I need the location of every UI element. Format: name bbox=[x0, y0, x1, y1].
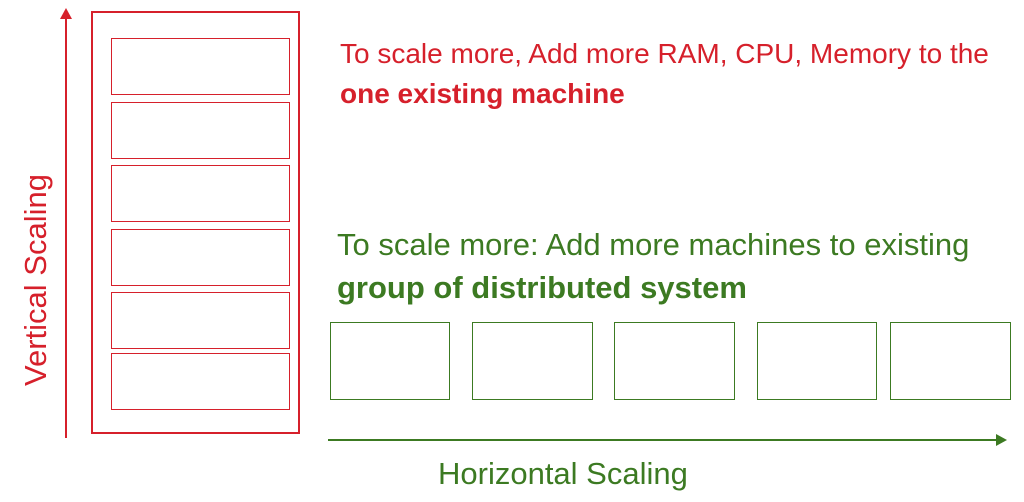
machine-resource-slot bbox=[111, 353, 290, 410]
vertical-description-emphasis: one existing machine bbox=[340, 78, 625, 109]
vertical-arrow-head-icon bbox=[60, 8, 72, 19]
machine-resource-slot bbox=[111, 38, 290, 95]
horizontal-arrow-head-icon bbox=[996, 434, 1007, 446]
distributed-machine bbox=[472, 322, 593, 400]
distributed-machine bbox=[614, 322, 735, 400]
machine-resource-slot bbox=[111, 292, 290, 349]
vertical-scaling-description: To scale more, Add more RAM, CPU, Memory… bbox=[340, 34, 1000, 114]
distributed-machine bbox=[757, 322, 877, 400]
vertical-scaling-label: Vertical Scaling bbox=[18, 174, 53, 386]
machine-resource-slot bbox=[111, 229, 290, 286]
machine-resource-slot bbox=[111, 165, 290, 222]
machine-resource-slot bbox=[111, 102, 290, 159]
horizontal-description-emphasis: group of distributed system bbox=[337, 270, 747, 305]
vertical-scaling-arrow bbox=[65, 14, 67, 438]
horizontal-description-text: To scale more: Add more machines to exis… bbox=[337, 227, 970, 262]
horizontal-scaling-arrow bbox=[328, 439, 1000, 441]
vertical-description-text: To scale more, Add more RAM, CPU, Memory… bbox=[340, 38, 989, 69]
single-machine bbox=[91, 11, 300, 434]
distributed-machine bbox=[890, 322, 1011, 400]
horizontal-scaling-description: To scale more: Add more machines to exis… bbox=[337, 223, 1017, 309]
horizontal-scaling-label: Horizontal Scaling bbox=[438, 456, 688, 491]
distributed-machine bbox=[330, 322, 450, 400]
